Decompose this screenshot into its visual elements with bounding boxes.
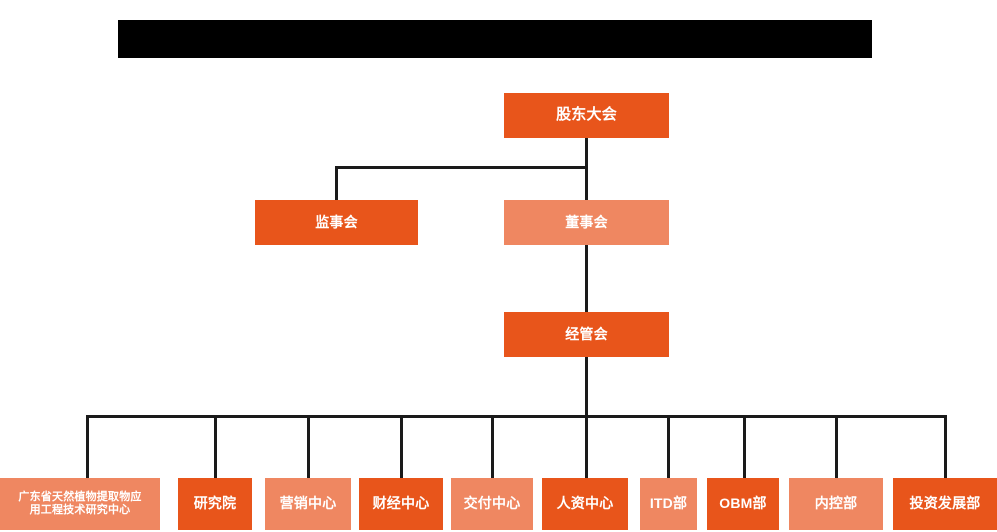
org-node-label-delivery-center: 交付中心 xyxy=(463,495,521,512)
org-node-obm-department[interactable]: OBM部 xyxy=(707,478,779,530)
drop-hr xyxy=(585,415,588,479)
org-node-label-shareholders-meeting: 股东大会 xyxy=(556,106,617,124)
drop-itd xyxy=(667,415,670,479)
org-node-board-of-directors[interactable]: 董事会 xyxy=(504,200,669,245)
drop-investment xyxy=(944,415,947,479)
org-node-label-internal-control-department: 内控部 xyxy=(814,495,858,512)
org-node-finance-center[interactable]: 财经中心 xyxy=(359,478,443,530)
conn-directors-drop xyxy=(585,166,588,202)
conn-level2-bus xyxy=(335,166,588,169)
org-node-label-itd-department: ITD部 xyxy=(649,495,688,512)
org-node-label-investment-development-department: 投资发展部 xyxy=(909,495,981,512)
org-node-label-guangdong-research-center: 广东省天然植物提取物应 用工程技术研究中心 xyxy=(18,490,142,516)
org-node-label-research-institute: 研究院 xyxy=(193,495,237,512)
org-node-marketing-center[interactable]: 营销中心 xyxy=(265,478,351,530)
org-node-research-institute[interactable]: 研究院 xyxy=(178,478,252,530)
drop-marketing xyxy=(307,415,310,479)
org-node-label-obm-department: OBM部 xyxy=(719,495,767,512)
org-node-label-marketing-center: 营销中心 xyxy=(279,495,337,512)
drop-finance xyxy=(400,415,403,479)
drop-delivery xyxy=(491,415,494,479)
org-node-management-committee[interactable]: 经管会 xyxy=(504,312,669,357)
org-node-label-board-of-supervisors: 监事会 xyxy=(315,213,358,230)
drop-internal-control xyxy=(835,415,838,479)
org-node-label-board-of-directors: 董事会 xyxy=(565,213,608,230)
org-node-internal-control-department[interactable]: 内控部 xyxy=(789,478,883,530)
redacted-title-bar xyxy=(118,20,872,58)
org-node-label-finance-center: 财经中心 xyxy=(372,495,430,512)
org-node-investment-development-department[interactable]: 投资发展部 xyxy=(893,478,997,530)
drop-research xyxy=(214,415,217,479)
org-node-shareholders-meeting[interactable]: 股东大会 xyxy=(504,93,669,138)
org-node-label-hr-center: 人资中心 xyxy=(556,495,614,512)
conn-directors-to-mgmt xyxy=(585,245,588,313)
org-node-guangdong-research-center[interactable]: 广东省天然植物提取物应 用工程技术研究中心 xyxy=(0,478,160,530)
org-node-label-management-committee: 经管会 xyxy=(565,325,608,342)
org-node-itd-department[interactable]: ITD部 xyxy=(640,478,697,530)
conn-mgmt-down xyxy=(585,357,588,417)
drop-guangdong xyxy=(86,415,89,479)
conn-supervisors-drop xyxy=(335,166,338,202)
org-node-board-of-supervisors[interactable]: 监事会 xyxy=(255,200,418,245)
org-node-delivery-center[interactable]: 交付中心 xyxy=(451,478,533,530)
org-node-hr-center[interactable]: 人资中心 xyxy=(542,478,628,530)
drop-obm xyxy=(743,415,746,479)
conn-departments-bus xyxy=(86,415,947,418)
